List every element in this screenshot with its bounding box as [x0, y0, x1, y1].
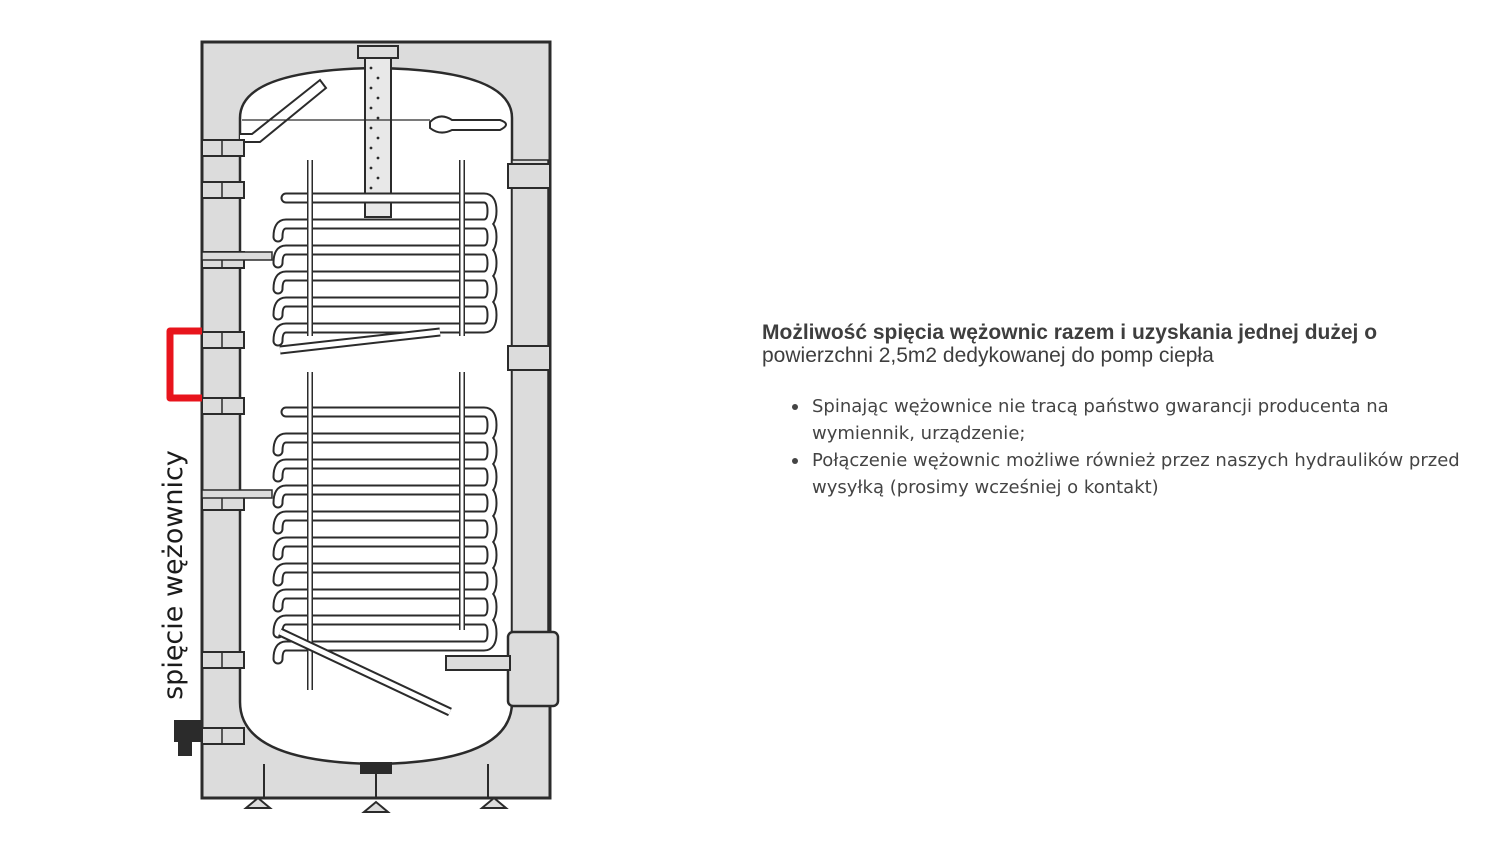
- side-channel: [511, 159, 549, 706]
- lower-return-inner: [278, 629, 452, 715]
- anode-speck: [376, 76, 380, 80]
- upper-coil-inner: [274, 194, 496, 345]
- heading-line-rest: powierzchni 2,5m2 dedykowanej do pomp ci…: [762, 344, 1214, 367]
- right-connector-stub: [507, 345, 551, 371]
- section-heading: Możliwość spięcia wężownic razem i uzysk…: [762, 321, 1492, 367]
- left-connector-stub: [201, 181, 245, 199]
- anode-speck: [369, 66, 373, 70]
- left-connector-stub: [201, 331, 245, 349]
- anode-cap: [357, 45, 399, 59]
- right-connector-stub: [507, 163, 551, 189]
- bottom-drain-fitting: [174, 720, 202, 742]
- feature-list: Spinając wężownice nie tracą państwo gwa…: [762, 393, 1492, 501]
- anode-speck: [369, 146, 373, 150]
- water-tank-diagram: spięcie wężownicy: [140, 20, 580, 830]
- support-foot: [479, 796, 509, 809]
- anode-speck: [376, 156, 380, 160]
- left-connector-stub: [201, 651, 245, 669]
- sensor-sleeve: [429, 115, 507, 134]
- left-connector-stub: [201, 727, 245, 745]
- anode-rod: [364, 51, 392, 218]
- upper-return-inner: [279, 329, 441, 353]
- left-connector-stub: [201, 139, 245, 157]
- anode-speck: [376, 136, 380, 140]
- anode-speck: [369, 106, 373, 110]
- anode-speck: [376, 116, 380, 120]
- description-section: Możliwość spięcia wężownic razem i uzysk…: [762, 321, 1492, 501]
- anode-speck: [369, 166, 373, 170]
- bottom-drain-stem: [178, 738, 192, 756]
- coil-connection-label: spięcie wężownicy: [158, 450, 189, 700]
- angled-inlet-pipe: [240, 78, 328, 143]
- anode-speck: [369, 86, 373, 90]
- support-foot: [243, 796, 273, 809]
- anode-speck: [369, 126, 373, 130]
- anode-speck: [376, 96, 380, 100]
- tank-drawing: [166, 40, 560, 813]
- list-item: Spinając wężownice nie tracą państwo gwa…: [792, 393, 1492, 447]
- list-item: Połączenie wężownic możliwe również prze…: [792, 447, 1492, 501]
- anode-speck: [369, 186, 373, 190]
- coil-link-bracket: [166, 327, 202, 402]
- lower-coil-inner: [274, 408, 496, 663]
- heater-flange: [506, 630, 560, 708]
- anode-speck: [376, 176, 380, 180]
- heater-element: [445, 655, 511, 671]
- left-pipe-lower: [201, 489, 273, 499]
- left-connector-stub: [201, 397, 245, 415]
- left-pipe-upper: [201, 251, 273, 261]
- heading-line-bold: Możliwość spięcia wężownic razem i uzysk…: [762, 321, 1378, 344]
- support-foot: [361, 800, 391, 813]
